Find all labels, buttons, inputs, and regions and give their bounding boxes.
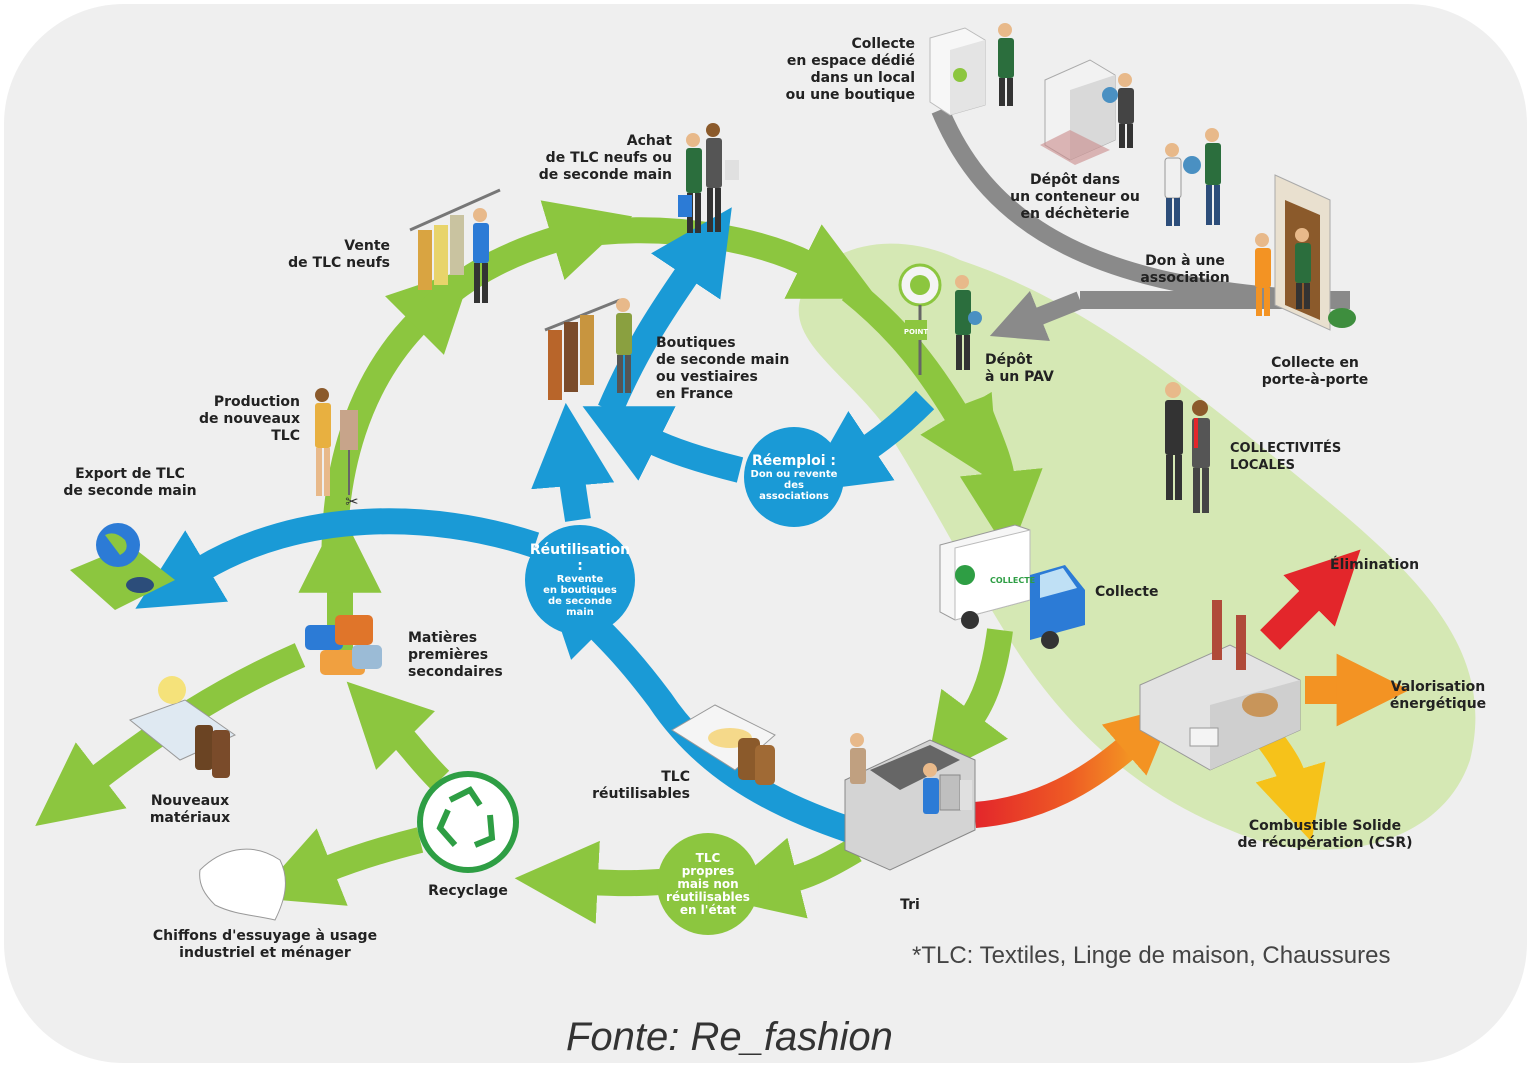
pav-drop-point-icon: POINT xyxy=(898,263,982,375)
label-collecte-espace: Collecte en espace dédié dans un local o… xyxy=(785,36,915,103)
label-collectivites: COLLECTIVITÉS LOCALES xyxy=(1230,441,1342,473)
grey-arrow-to-pav xyxy=(989,290,1084,342)
recycle-icon xyxy=(417,771,519,873)
collection-kiosk-icon xyxy=(929,27,986,116)
reemploi-subtitle: Don ou revente des associations xyxy=(750,468,838,502)
footnote: *TLC: Textiles, Linge de maison, Chaussu… xyxy=(912,942,1391,969)
label-boutiques: Boutiques de seconde main ou vestiaires … xyxy=(656,335,790,402)
label-depot-pav: Dépôt à un PAV xyxy=(985,352,1054,385)
new-materials-icon xyxy=(128,676,237,778)
blue-arrow-reemploi-boutiques xyxy=(582,406,744,483)
reutilisation-subtitle: Revente en boutiques de seconde main xyxy=(543,574,617,618)
blue-arrow-export xyxy=(135,508,540,609)
green-arrow-badge-recyclage xyxy=(514,840,661,924)
house-door-icon xyxy=(1255,174,1356,331)
tlc-propres-badge: TLC propres mais non réutilisables en l'… xyxy=(657,833,759,935)
label-csr: Combustible Solide de récupération (CSR) xyxy=(1237,818,1413,851)
reemploi-badge: Réemploi : Don ou revente des associatio… xyxy=(744,427,844,527)
label-achat: Achat de TLC neufs ou de seconde main xyxy=(538,133,672,183)
label-collecte-porte: Collecte en porte-à-porte xyxy=(1261,355,1369,388)
green-arrow-collecte-tri xyxy=(924,628,1013,781)
label-recyclage: Recyclage xyxy=(428,883,508,899)
label-tlc-reutilisables: TLC réutilisables xyxy=(592,769,690,802)
sorting-station-icon xyxy=(844,733,976,871)
label-valorisation: Valorisation énergétique xyxy=(1389,679,1487,712)
production-worker-icon: ✂ xyxy=(315,388,359,511)
label-nouveaux: Nouveaux matériaux xyxy=(149,793,231,826)
label-chiffons: Chiffons d'essuyage à usage industriel e… xyxy=(152,928,378,961)
label-don-association: Don à une association xyxy=(1140,253,1230,286)
label-matieres: Matières premières secondaires xyxy=(408,630,503,680)
scissors-icon: ✂ xyxy=(345,494,358,511)
arrow-elimination xyxy=(1260,549,1361,650)
export-globe-icon xyxy=(70,523,175,610)
label-production: Production de nouveaux TLC xyxy=(198,394,300,444)
person-woman-icon xyxy=(998,23,1014,106)
clothing-rack-icon xyxy=(409,188,501,303)
secondary-raw-materials-icon xyxy=(305,615,382,675)
blue-arrow-tri-reutilisation xyxy=(541,571,855,843)
second-hand-shop-icon xyxy=(544,298,632,400)
source-caption: Fonte: Re_fashion xyxy=(566,1015,893,1059)
reemploi-title: Réemploi : xyxy=(751,452,837,469)
blue-arrow-pav-reemploi xyxy=(802,390,935,492)
blue-arrow-reutilisation-boutiques xyxy=(531,402,615,522)
collection-truck-icon: COLLECTE xyxy=(939,524,1085,649)
label-export: Export de TLC de seconde main xyxy=(63,466,197,499)
reutilisation-badge: Réutilisation : Revente en boutiques de … xyxy=(525,525,635,635)
incinerator-factory-icon xyxy=(1139,600,1301,771)
green-arrow-recyclage-matieres xyxy=(346,681,450,790)
donation-people-icon xyxy=(1164,128,1221,226)
arrow-csr xyxy=(1255,731,1326,842)
reusable-textiles-icon xyxy=(671,704,776,785)
truck-text: COLLECTE xyxy=(990,576,1035,585)
shopping-couple-icon xyxy=(678,123,739,233)
label-vente: Vente de TLC neufs xyxy=(288,238,390,271)
local-authorities-people-icon xyxy=(1165,382,1210,513)
green-arrow-to-depot xyxy=(841,279,999,485)
label-tri: Tri xyxy=(900,897,920,913)
tlc-propres-text: TLC propres mais non réutilisables en l'… xyxy=(666,850,750,917)
red-arrow-tri-elimination xyxy=(973,705,1176,828)
green-arrow-vente-achat xyxy=(420,200,633,320)
green-arrow-tri-badge xyxy=(716,837,862,919)
label-elimination: Élimination xyxy=(1330,557,1420,573)
green-arrow-pav-collecte xyxy=(959,395,1043,556)
label-depot-conteneur: Dépôt dans un conteneur ou en déchèterie xyxy=(1010,172,1140,222)
wiping-cloths-icon xyxy=(199,848,286,921)
label-collecte: Collecte xyxy=(1095,584,1159,600)
green-arrow-recyclage-chiffons xyxy=(254,827,424,906)
container-icon xyxy=(1040,59,1134,165)
reutilisation-title: Réutilisation : xyxy=(529,542,631,574)
pav-sign-text: POINT xyxy=(904,328,929,336)
